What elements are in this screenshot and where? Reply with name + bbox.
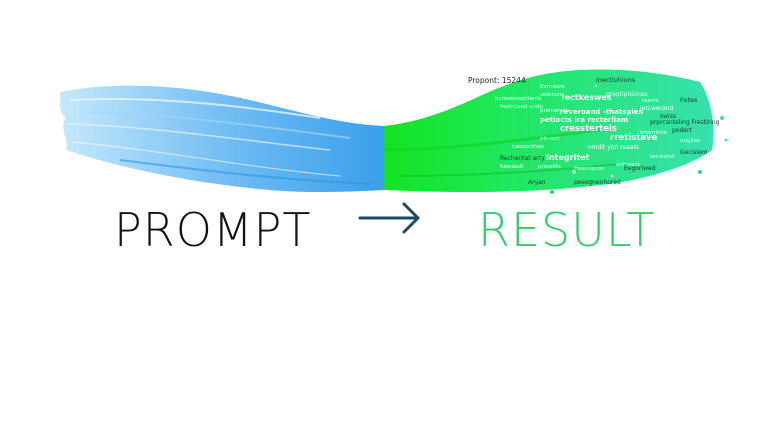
prompt-brush-stroke [60, 85, 384, 192]
result-word-fragment: Gecislem [680, 149, 708, 156]
result-word-fragment: podert [672, 127, 692, 134]
result-word-fragment: uolicnuns [540, 92, 564, 98]
result-word-fragment: tecelsion [650, 154, 675, 160]
result-word-fragment: pressilts [538, 164, 561, 170]
result-word-fragment: Estrrsure [540, 84, 565, 90]
result-word-fragment: Rechentat arry [500, 155, 545, 162]
result-word-fragment: fouiriceed ondy [500, 104, 543, 110]
result-word-fragment: rretistave [610, 133, 658, 143]
result-word-fragment: omdlt yon reaats [588, 144, 639, 151]
result-word-fragment: Aryan [528, 179, 546, 186]
result-word-fragment: anfoesnt [616, 162, 641, 168]
result-word-fragment: peesgnenhored [574, 179, 621, 186]
result-brush-stroke [383, 69, 728, 194]
result-word-fragment: Heernipron [574, 166, 605, 172]
right-arrow-icon [358, 202, 420, 234]
result-word-fragment: pcreseneetriants [495, 96, 542, 102]
result-word-fragment: haxopcthes [512, 144, 544, 150]
result-word-fragment: taarts [642, 98, 658, 104]
result-word-fragment: Integritet [546, 153, 590, 162]
result-word-fragment: ietcwerand [640, 105, 674, 112]
result-word-fragment: prprcsnteling Frestiring [650, 119, 720, 126]
result-header-text: Propont: 15244 [468, 76, 526, 85]
result-word-fragment: cresstertels [560, 124, 617, 134]
result-word-fragment: prelcarelio [540, 108, 570, 114]
result-word-fragment: lectkeswes [562, 93, 612, 102]
prompt-label: PROMPT [114, 203, 312, 257]
result-word-fragment: trtenrtnte [640, 130, 668, 136]
result-word-fragment: progtiphitines [606, 91, 648, 98]
result-word-fragment: pinncrt [540, 136, 560, 142]
result-word-fragment: ungltes [680, 138, 701, 144]
result-word-fragment: inectivhiuns [596, 76, 636, 84]
result-label: RESULT [478, 203, 656, 257]
result-word-fragment: Resusuit [500, 164, 524, 170]
result-word-fragment: swiss [660, 113, 676, 120]
result-word-fragment: petiocts ira recterliam [540, 116, 628, 124]
result-word-fragment: Fotes [680, 96, 698, 104]
result-word-fragment: reveroand -thatsplen [560, 108, 644, 116]
result-word-fragment: Eegoriwed [624, 165, 656, 172]
